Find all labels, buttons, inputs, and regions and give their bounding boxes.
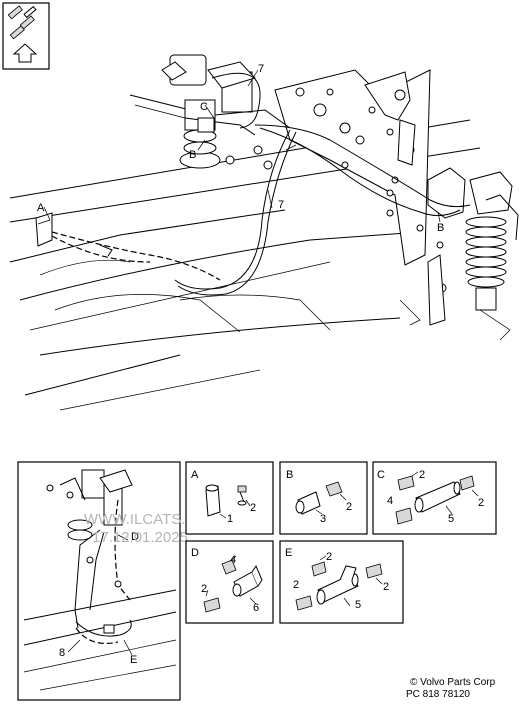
detail-a-title: A [191,469,199,481]
coil-spring [465,216,507,288]
inset-callout-8: 8 [59,647,65,659]
detail-c-part-5: 5 [448,513,454,525]
orientation-icon [2,2,50,70]
callout-b-left: B [189,149,196,161]
detail-e-title: E [285,547,292,559]
detail-b [279,461,368,535]
detail-c [372,461,497,535]
detail-d [185,540,274,624]
callout-7-top: 7 [258,63,264,75]
detail-d-part-4: 4 [230,554,236,566]
detail-a-part-2: 2 [250,502,256,514]
detail-e-part-2-top: 2 [326,551,332,563]
detail-d-title: D [191,547,199,559]
callout-7-mid: 7 [278,199,284,211]
overview-inset [17,461,181,701]
detail-c-title: C [377,469,385,481]
figure-number: PC 818 78120 [406,689,470,700]
detail-e-part-2-left: 2 [293,579,299,591]
detail-e-part-5: 5 [355,599,361,611]
main-callouts: 7 7 C B A B [37,63,444,234]
detail-c-part-2-right: 2 [478,497,484,509]
copyright-text: © Volvo Parts Corp [410,677,496,688]
callout-a: A [37,202,45,214]
callout-c: C [200,101,208,113]
inset-callout-e: E [130,654,137,666]
detail-b-part-2: 2 [346,501,352,513]
detail-b-title: B [286,469,293,481]
watermark-line1: WWW.ILCATS.RU [84,511,207,528]
detail-c-part-4: 4 [387,495,393,507]
main-view [9,54,519,411]
inset-callout-d: D [131,531,139,543]
detail-a-part-1: 1 [227,513,233,525]
detail-a [185,461,274,535]
detail-c-part-2-top: 2 [419,469,425,481]
callout-b-right: B [437,222,444,234]
detail-d-part-6: 6 [253,602,259,614]
up-arrow-icon [12,43,38,63]
detail-d-part-2: 2 [201,583,207,595]
detail-b-part-3: 3 [320,513,326,525]
watermark-line2: 17.12.01.2025 [92,529,188,546]
detail-e-part-2-right: 2 [383,581,389,593]
detail-e [279,540,404,624]
